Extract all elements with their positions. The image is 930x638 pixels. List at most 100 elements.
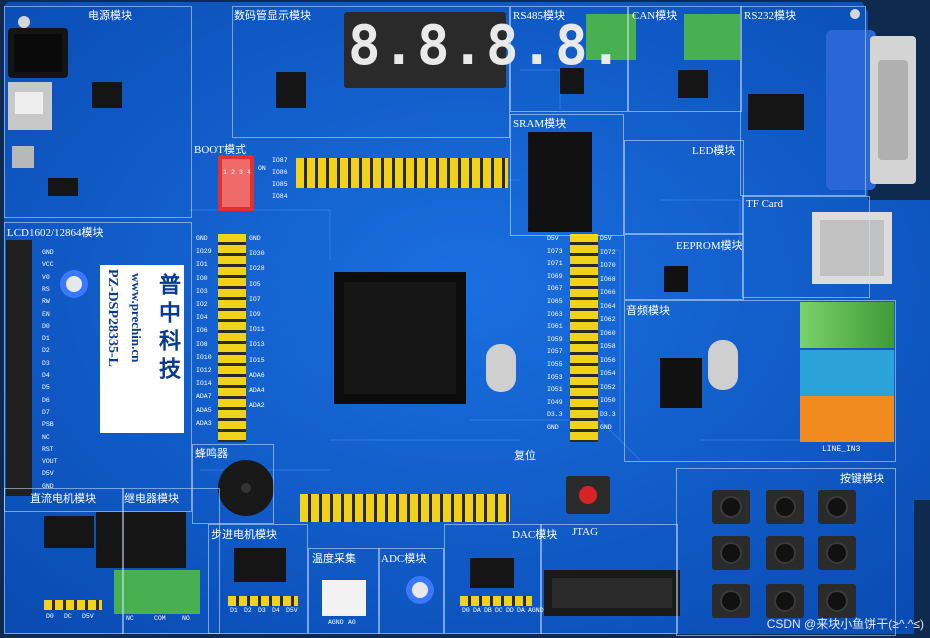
adc-label: ADC模块 [381,553,427,565]
pin-label: IO54 [600,370,616,377]
pin-label: IO52 [600,383,616,391]
reset-button[interactable] [566,476,610,514]
can-label: CAN模块 [632,10,678,22]
lcd-pin-label: GND [42,249,54,256]
pin-label: IO56 [600,356,616,364]
pin-label: GND [196,235,208,242]
boot-switch-on-label: ON [258,165,266,172]
lcd-pin-label: D2 [42,347,50,355]
segment-label: 数码管显示模块 [234,10,311,22]
pin-label: IO68 [600,275,616,283]
boot-pin-label: IO86 [272,169,288,176]
lcd-label: LCD1602/12864模块 [7,227,104,239]
pin-label: IO10 [196,353,212,361]
tf-block [742,196,870,298]
pin-label: ADA6 [249,371,265,379]
lcd-pin-label: NC [42,433,50,441]
terminal-label: COM [154,615,166,622]
can-block [628,6,742,112]
pin-label: IO12 [196,367,212,374]
switch-number: 1 [223,169,227,176]
pin-label: IO64 [600,302,616,310]
lcd-pin-label: D3 [42,359,50,367]
pin-label: IO60 [600,329,616,337]
pin-label: IO67 [547,285,563,293]
audio-label: 音频模块 [626,305,670,317]
relay-label: 继电器模块 [124,493,179,505]
boot-dip-switch[interactable] [218,155,254,211]
header-label: D5V [82,613,94,620]
board-model: PZ-DSP28335-L [105,269,120,367]
right-io-header [570,234,598,442]
key-button[interactable] [712,490,750,524]
eeprom-label: EEPROM模块 [676,240,743,252]
rs232-block [740,6,866,196]
key-button[interactable] [712,584,750,618]
pin-label: IO7 [249,295,261,303]
lcd-pin-label: D4 [42,372,50,379]
header-label: D1 [230,607,238,614]
lcd-pin-label: D6 [42,396,50,404]
pin-label: IO50 [600,397,616,404]
key-button[interactable] [818,490,856,524]
pin-label: ADA5 [196,406,212,414]
lcd-pin-label: VCC [42,261,54,269]
pin-label: IO55 [547,361,563,368]
pin-label: GND [249,235,261,242]
pin-label: IO4 [196,314,208,322]
audio-block [624,300,896,462]
header-label: DC [495,607,503,614]
lcd-pin-label: D5V [42,470,54,478]
key-button[interactable] [766,584,804,618]
eeprom-block [624,234,744,300]
lcd-pin-label: D1 [42,335,50,343]
pin-label: IO13 [249,341,265,349]
pin-label: IO14 [196,380,212,388]
lcd-pin-label: RST [42,445,54,453]
switch-number: 4 [247,169,251,176]
dac-label: DAC模块 [512,529,558,541]
key-label: 按键模块 [840,473,884,485]
temp-block [308,548,380,634]
key-button[interactable] [818,584,856,618]
pin-label: ADA3 [196,419,212,427]
adc-block [378,548,444,634]
lcd-pin-label: RS [42,285,50,293]
pin-label: IO72 [600,248,616,256]
pin-label: IO11 [249,326,265,334]
header-label: DA [517,607,525,614]
header-label: DD [506,607,514,614]
pin-label: D3.3 [600,410,616,418]
pin-label: IO63 [547,310,563,318]
boot-pin-label: IO87 [272,157,288,164]
terminal-label: NC [126,615,134,622]
sram-label: SRAM模块 [513,118,567,130]
pin-label: ADA4 [249,387,265,394]
pin-label: IO69 [547,272,563,280]
buzzer-block [192,444,274,524]
key-button[interactable] [766,490,804,524]
dac-block [444,524,542,634]
jtag-label: JTAG [572,526,599,538]
header-label: D3 [258,607,266,614]
led-block [624,140,744,234]
lcd-pin-label: D5 [42,384,50,392]
pin-label: IO71 [547,260,563,268]
pin-label: IO28 [249,265,265,273]
pin-label: GND [600,424,612,431]
dc-motor-header [44,600,102,610]
pin-label: ADA7 [196,393,212,401]
lcd-pin-label: EN [42,310,50,318]
pin-label: IO3 [196,287,208,295]
header-label: D0 [462,607,470,614]
stepper-header [228,596,298,606]
lcd-block [4,222,192,512]
adc-label: A0 [348,619,356,626]
key-button[interactable] [712,536,750,570]
pin-label: IO51 [547,386,563,394]
key-button[interactable] [818,536,856,570]
pin-label: IO9 [249,311,261,318]
pin-label: IO29 [196,248,212,256]
key-button[interactable] [766,536,804,570]
